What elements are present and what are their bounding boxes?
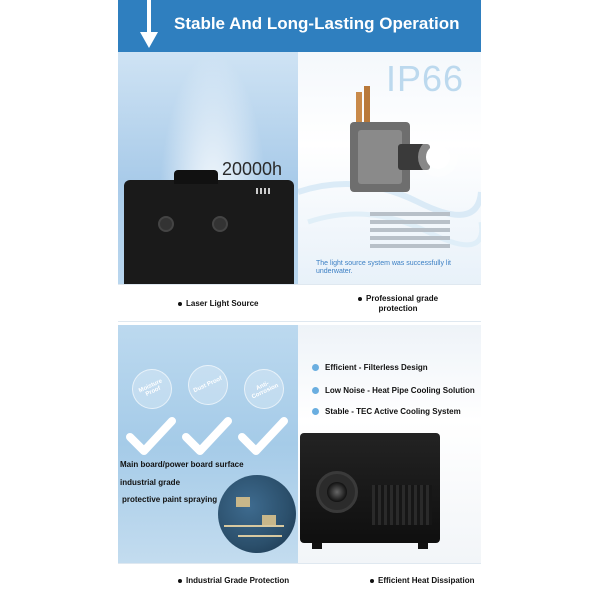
label-heat-dissipation: Efficient Heat Dissipation xyxy=(370,576,474,586)
coating-line-2: industrial grade xyxy=(120,478,181,487)
check-icon xyxy=(126,417,176,455)
vent-grill xyxy=(372,485,432,525)
bullet-icon xyxy=(312,364,319,372)
projector-top-view xyxy=(124,170,294,284)
bullet-icon xyxy=(370,578,374,583)
bullet-icon xyxy=(178,578,182,583)
feature-low-noise: Low Noise - Heat Pipe Cooling Solution xyxy=(312,386,475,395)
laser-light-source-image: 20000h xyxy=(118,52,298,284)
lens-shift-knob xyxy=(212,216,228,232)
label-laser-light-source: Laser Light Source xyxy=(178,299,258,309)
label-industrial-protection: Industrial Grade Protection xyxy=(178,576,289,586)
lens-shift-knob xyxy=(158,216,174,232)
badge-dust-proof: Dust Proof xyxy=(181,358,235,412)
badge-moisture-proof: Moisture Proof xyxy=(125,362,179,416)
arrow-down-icon xyxy=(140,0,158,48)
coating-line-1: Main board/power board surface xyxy=(120,460,244,469)
ip-rating: IP66 xyxy=(386,58,465,99)
coating-line-3: protective paint spraying xyxy=(122,495,218,504)
label-professional-protection: Professional grade protection xyxy=(358,294,438,313)
lens-icon xyxy=(327,482,347,502)
feature-filterless: Efficient - Filterless Design xyxy=(312,363,428,372)
top-label-row: Laser Light Source Professional grade pr… xyxy=(118,284,481,322)
check-icon xyxy=(182,417,232,455)
lifespan-hours: 20000h xyxy=(222,159,283,179)
check-icon xyxy=(238,417,288,455)
bottom-label-row: Industrial Grade Protection Efficient He… xyxy=(118,563,481,600)
bottom-feature-panel: Moisture Proof Dust Proof Anti-Corrosion… xyxy=(118,325,481,563)
projector-front-view xyxy=(300,433,440,549)
bullet-icon xyxy=(312,408,319,416)
vent-icon xyxy=(256,188,272,194)
bullet-icon xyxy=(312,387,319,395)
feature-stable-tec: Stable - TEC Active Cooling System xyxy=(312,407,461,416)
section-header: Stable And Long-Lasting Operation xyxy=(118,0,481,52)
badge-anti-corrosion: Anti-Corrosion xyxy=(237,362,291,416)
bullet-icon xyxy=(178,301,182,306)
light-engine-illustration xyxy=(298,86,481,248)
circuit-board-image xyxy=(218,475,296,553)
bullet-icon xyxy=(358,296,362,301)
underwater-caption: The light source system was successfully… xyxy=(316,260,451,276)
header-title: Stable And Long-Lasting Operation xyxy=(174,14,460,33)
ip66-image: IP66 The light source system was success… xyxy=(298,52,481,284)
protection-image: Moisture Proof Dust Proof Anti-Corrosion… xyxy=(118,325,298,563)
